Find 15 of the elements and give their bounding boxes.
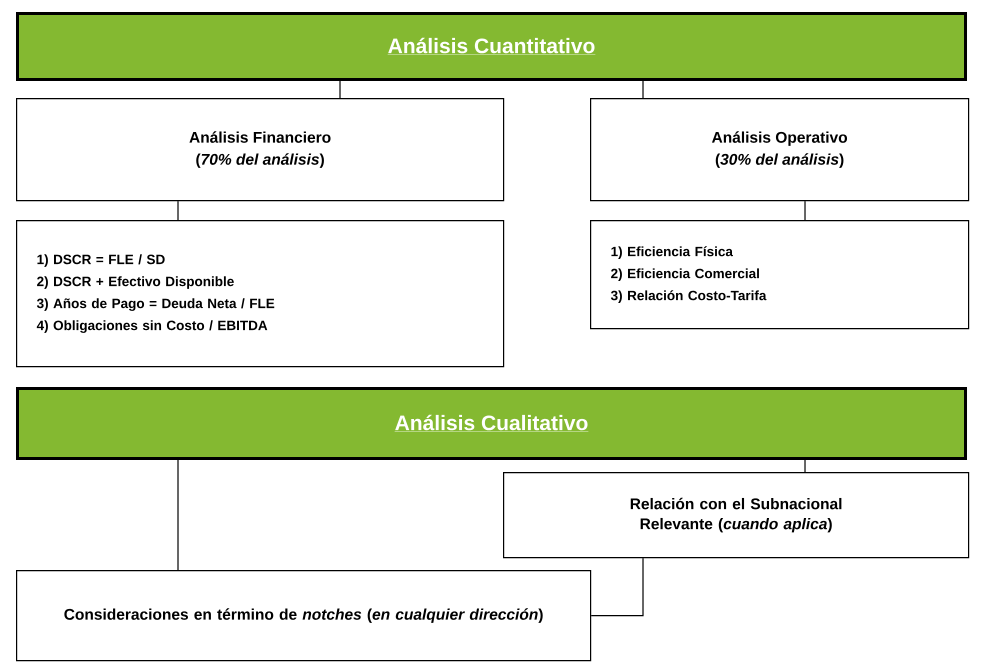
list-box: 1) DSCR = FLE / SD 2) DSCR + Efectivo Disponible 3) Años de Pago = Deuda Neta / FLE 4) Obligaciones sin Costo / EBITDA xyxy=(16,220,504,368)
connector-line xyxy=(642,81,644,98)
category-box: Relación con el Subnacional Relevante (cuando aplica) xyxy=(503,472,970,558)
connector-line xyxy=(591,558,644,616)
connector-line xyxy=(177,201,179,220)
list-box: 1) Eficiencia Física 2) Eficiencia Comercial 3) Relación Costo-Tarifa xyxy=(590,220,970,330)
connector-line xyxy=(804,460,806,472)
category-box: Análisis Financiero (70% del análisis) xyxy=(16,98,504,202)
connector-line xyxy=(804,201,806,220)
category-box: Análisis Operativo (30% del análisis) xyxy=(590,98,970,202)
connector-line xyxy=(339,81,341,98)
section-header: Análisis Cualitativo xyxy=(16,387,967,460)
connector-line xyxy=(177,460,179,570)
section-header: Análisis Cuantitativo xyxy=(16,12,967,81)
category-box: Consideraciones en término de notches (en cualquier dirección) xyxy=(16,570,592,662)
